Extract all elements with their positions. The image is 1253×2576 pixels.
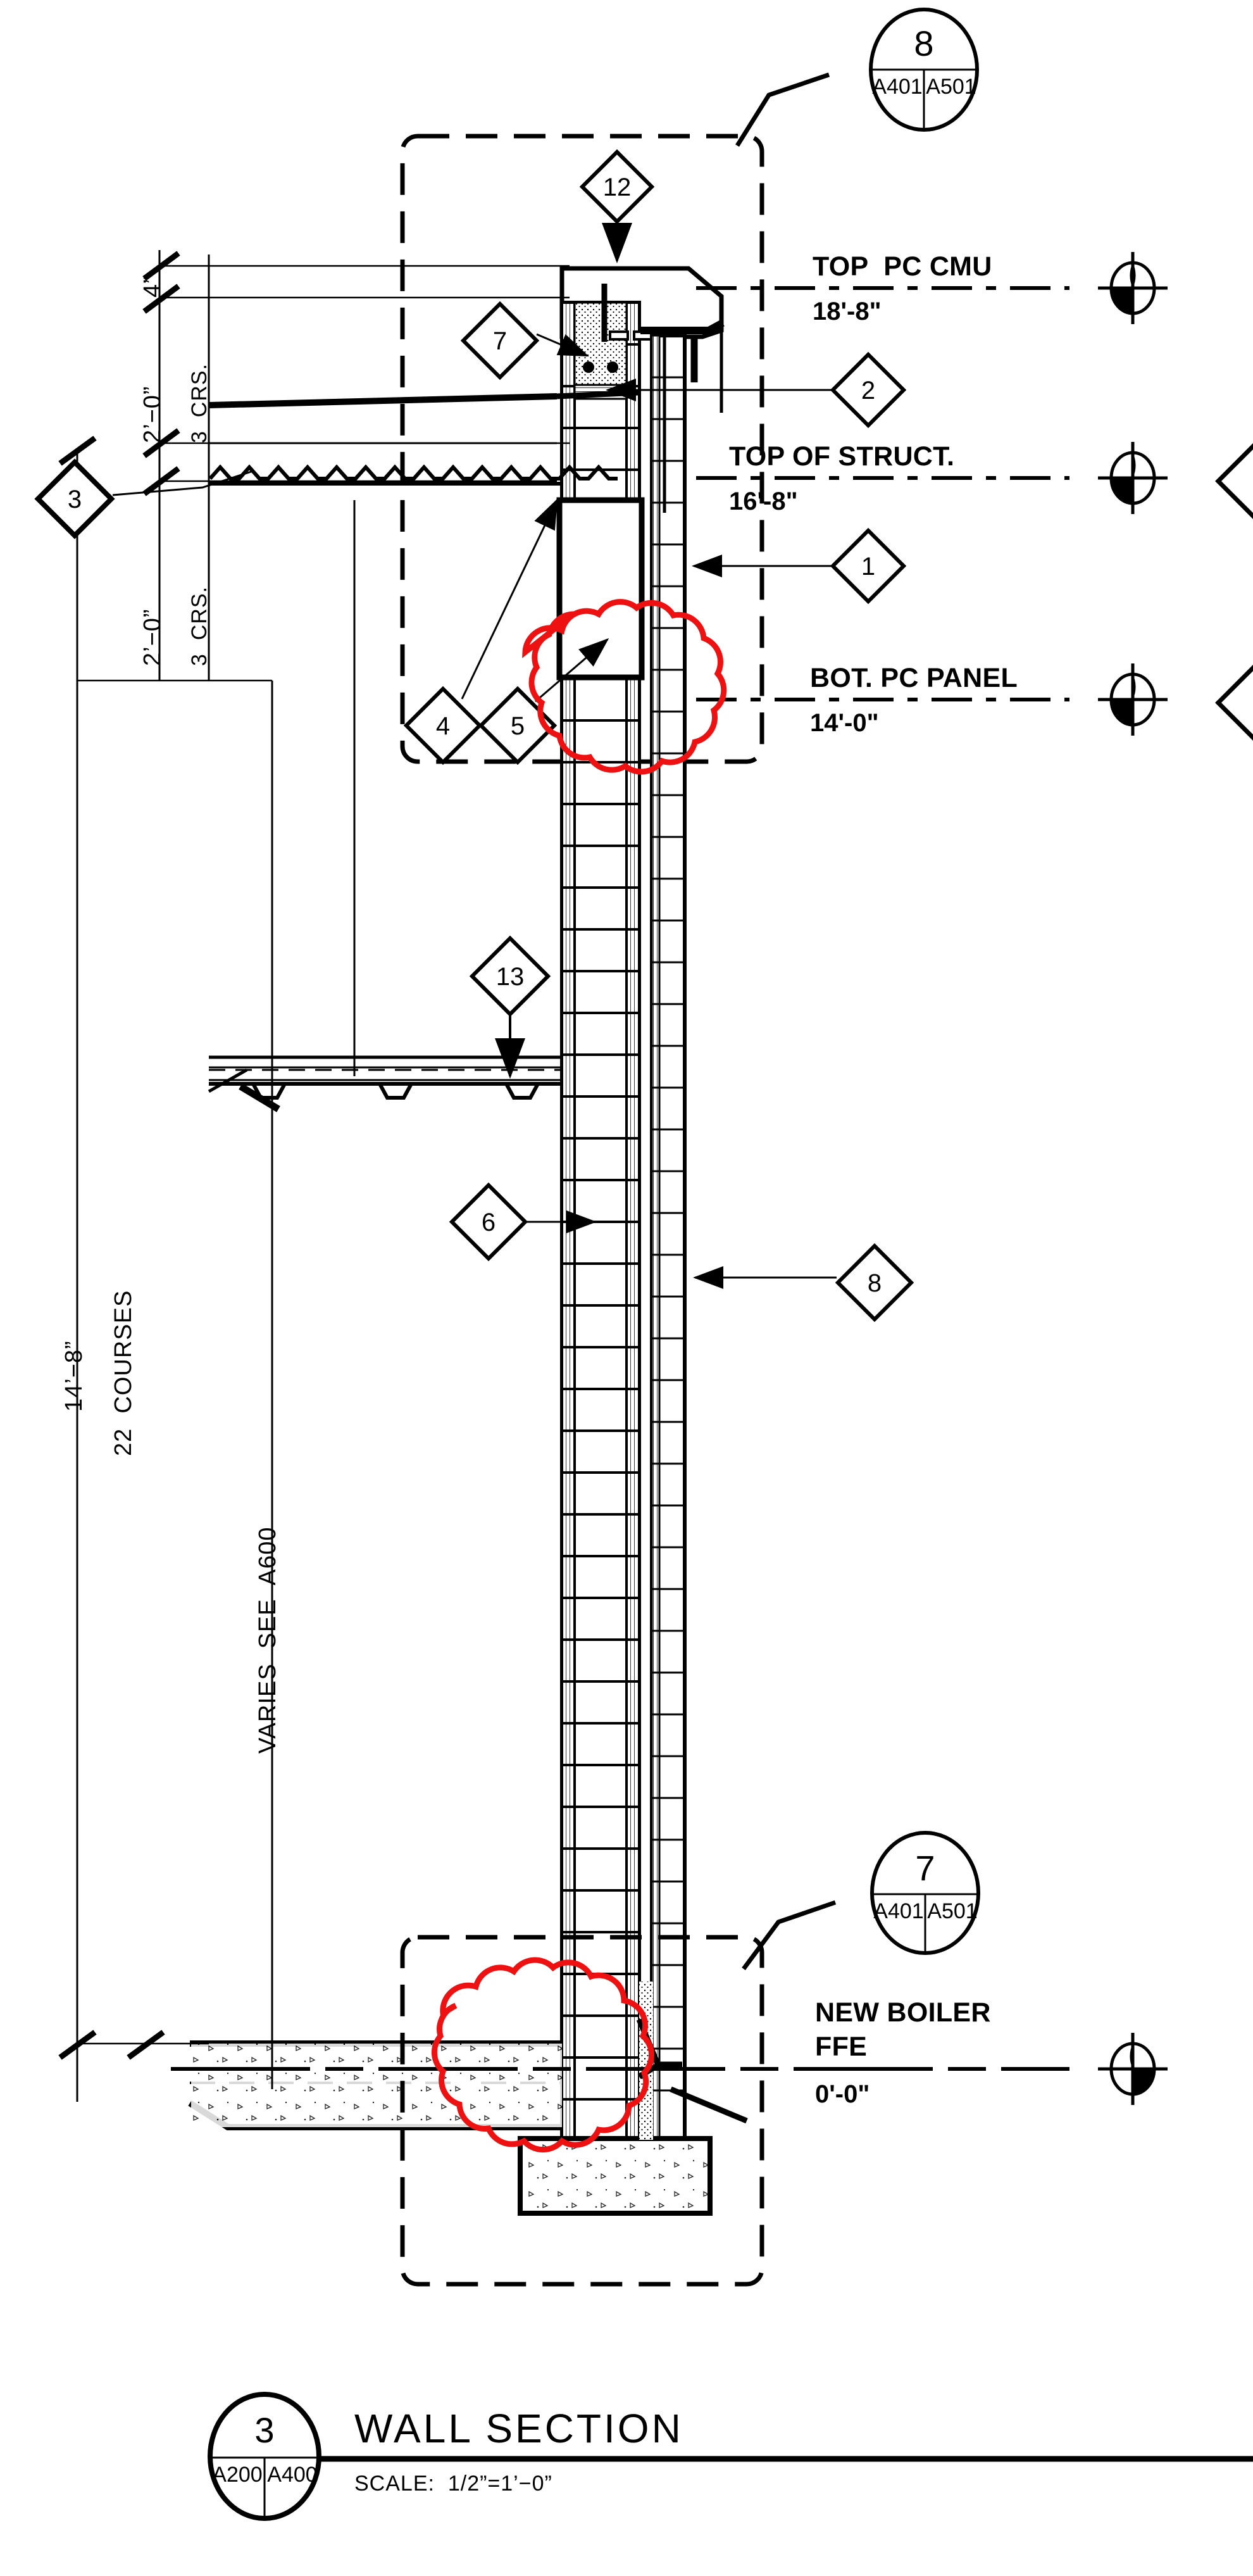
bubble-8-left-ref: A401 [872,75,922,99]
keynote-13[interactable]: 13 [469,935,551,1079]
keynote-6[interactable]: 6 [449,1182,597,1262]
revision-cloud-lower [431,1957,654,2152]
elevation-value-bot-pc-panel-real: 14'-0" [810,709,879,737]
keynote-8-number: 8 [868,1269,882,1297]
dimension-varies-see-a600: VARIES SEE A600 [254,1526,281,1754]
keynote-2[interactable]: 2 [606,351,907,429]
keynote-12-number: 12 [603,173,632,201]
datum-bot-pc-panel [696,663,1168,736]
elevation-value-top-pc-cmu: 18'-8" [813,298,882,325]
cap-flashing [640,319,725,513]
elevation-value-new-boiler-ffe: 0'-0" [815,2080,870,2108]
keynote-12[interactable]: 12 [579,149,655,263]
dimension-2ft-0in-upper: 2’−0” [139,386,166,443]
keynote-7-number: 7 [493,327,507,355]
keynote-right-clipped-lower[interactable] [1215,665,1253,741]
detail-boundary-top [400,134,764,764]
title-bubble-left-ref: A200 [212,2463,262,2487]
keynote-8[interactable]: 8 [693,1243,914,1323]
keynote-1[interactable]: 1 [692,527,907,605]
elevation-label-new-boiler-line1: NEW BOILER [815,1997,991,2028]
title-bubble-right-ref: A400 [267,2463,317,2487]
datum-top-pc-cmu [696,252,1168,324]
dimension-3-crs-upper: 3 CRS. [187,363,211,443]
dimension-lines-left [58,250,570,2102]
elevation-target-top-of-struct [1098,442,1168,514]
elevation-target-top-pc-cmu [1098,252,1168,324]
detail-bubble-8[interactable]: 8 A401 A501 [869,8,979,132]
elevation-label-new-boiler-line2: FFE [815,2032,868,2062]
datum-new-boiler-ffe [171,2033,1168,2105]
elevation-label-top-of-struct: TOP OF STRUCT. [729,441,955,472]
dimension-3-crs-lower: 3 CRS. [187,586,211,666]
detail-bubble-7[interactable]: 7 A401 A501 [870,1831,980,1955]
datum-top-of-struct [696,442,1168,514]
keynote-4[interactable]: 4 [403,498,558,765]
keynote-6-number: 6 [482,1209,496,1236]
bubble-7-left-ref: A401 [873,1899,923,1923]
slab-on-grade [188,2040,562,2130]
elevation-label-bot-pc-panel: BOT. PC PANEL [810,663,1018,693]
keynote-3[interactable]: 3 [34,458,254,539]
bubble-8-right-ref: A501 [926,75,976,99]
keynote-4-number: 4 [436,712,450,740]
keynote-1-number: 1 [861,553,875,581]
revision-cloud-upper [522,599,727,775]
title-block: 3 A200 A400 [208,2392,1253,2521]
dimension-22-courses: 22 COURSES [110,1290,137,1456]
keynote-2-number: 2 [861,377,875,405]
keynote-right-clipped-upper[interactable] [1215,443,1253,519]
keynote-5-number: 5 [511,712,525,740]
keynote-3-number: 3 [68,486,82,513]
dimension-2ft-0in-lower: 2’−0” [139,608,166,666]
elevation-target-new-boiler-ffe [1098,2033,1168,2105]
bubble-7-number: 7 [915,1848,935,1888]
title-bubble-number: 3 [254,2410,274,2450]
keynote-7-upper[interactable]: 7 [460,301,589,380]
elevation-value-top-of-struct: 16'-8" [729,487,798,515]
elevation-target-bot-pc-panel [1098,663,1168,736]
precast-panel [556,497,645,681]
elevation-label-top-pc-cmu: TOP PC CMU [813,251,992,282]
bubble-8-number: 8 [914,23,933,63]
drawing-scale: SCALE: 1/2”=1’−0” [354,2472,552,2496]
dimension-4-inch: 4” [139,275,166,298]
dimension-14ft-8in: 14’−8” [61,1340,87,1412]
brick-veneer [650,334,687,2142]
drawing-title: WALL SECTION [354,2406,683,2451]
keynote-13-number: 13 [496,963,525,991]
bubble-7-right-ref: A501 [927,1899,977,1923]
